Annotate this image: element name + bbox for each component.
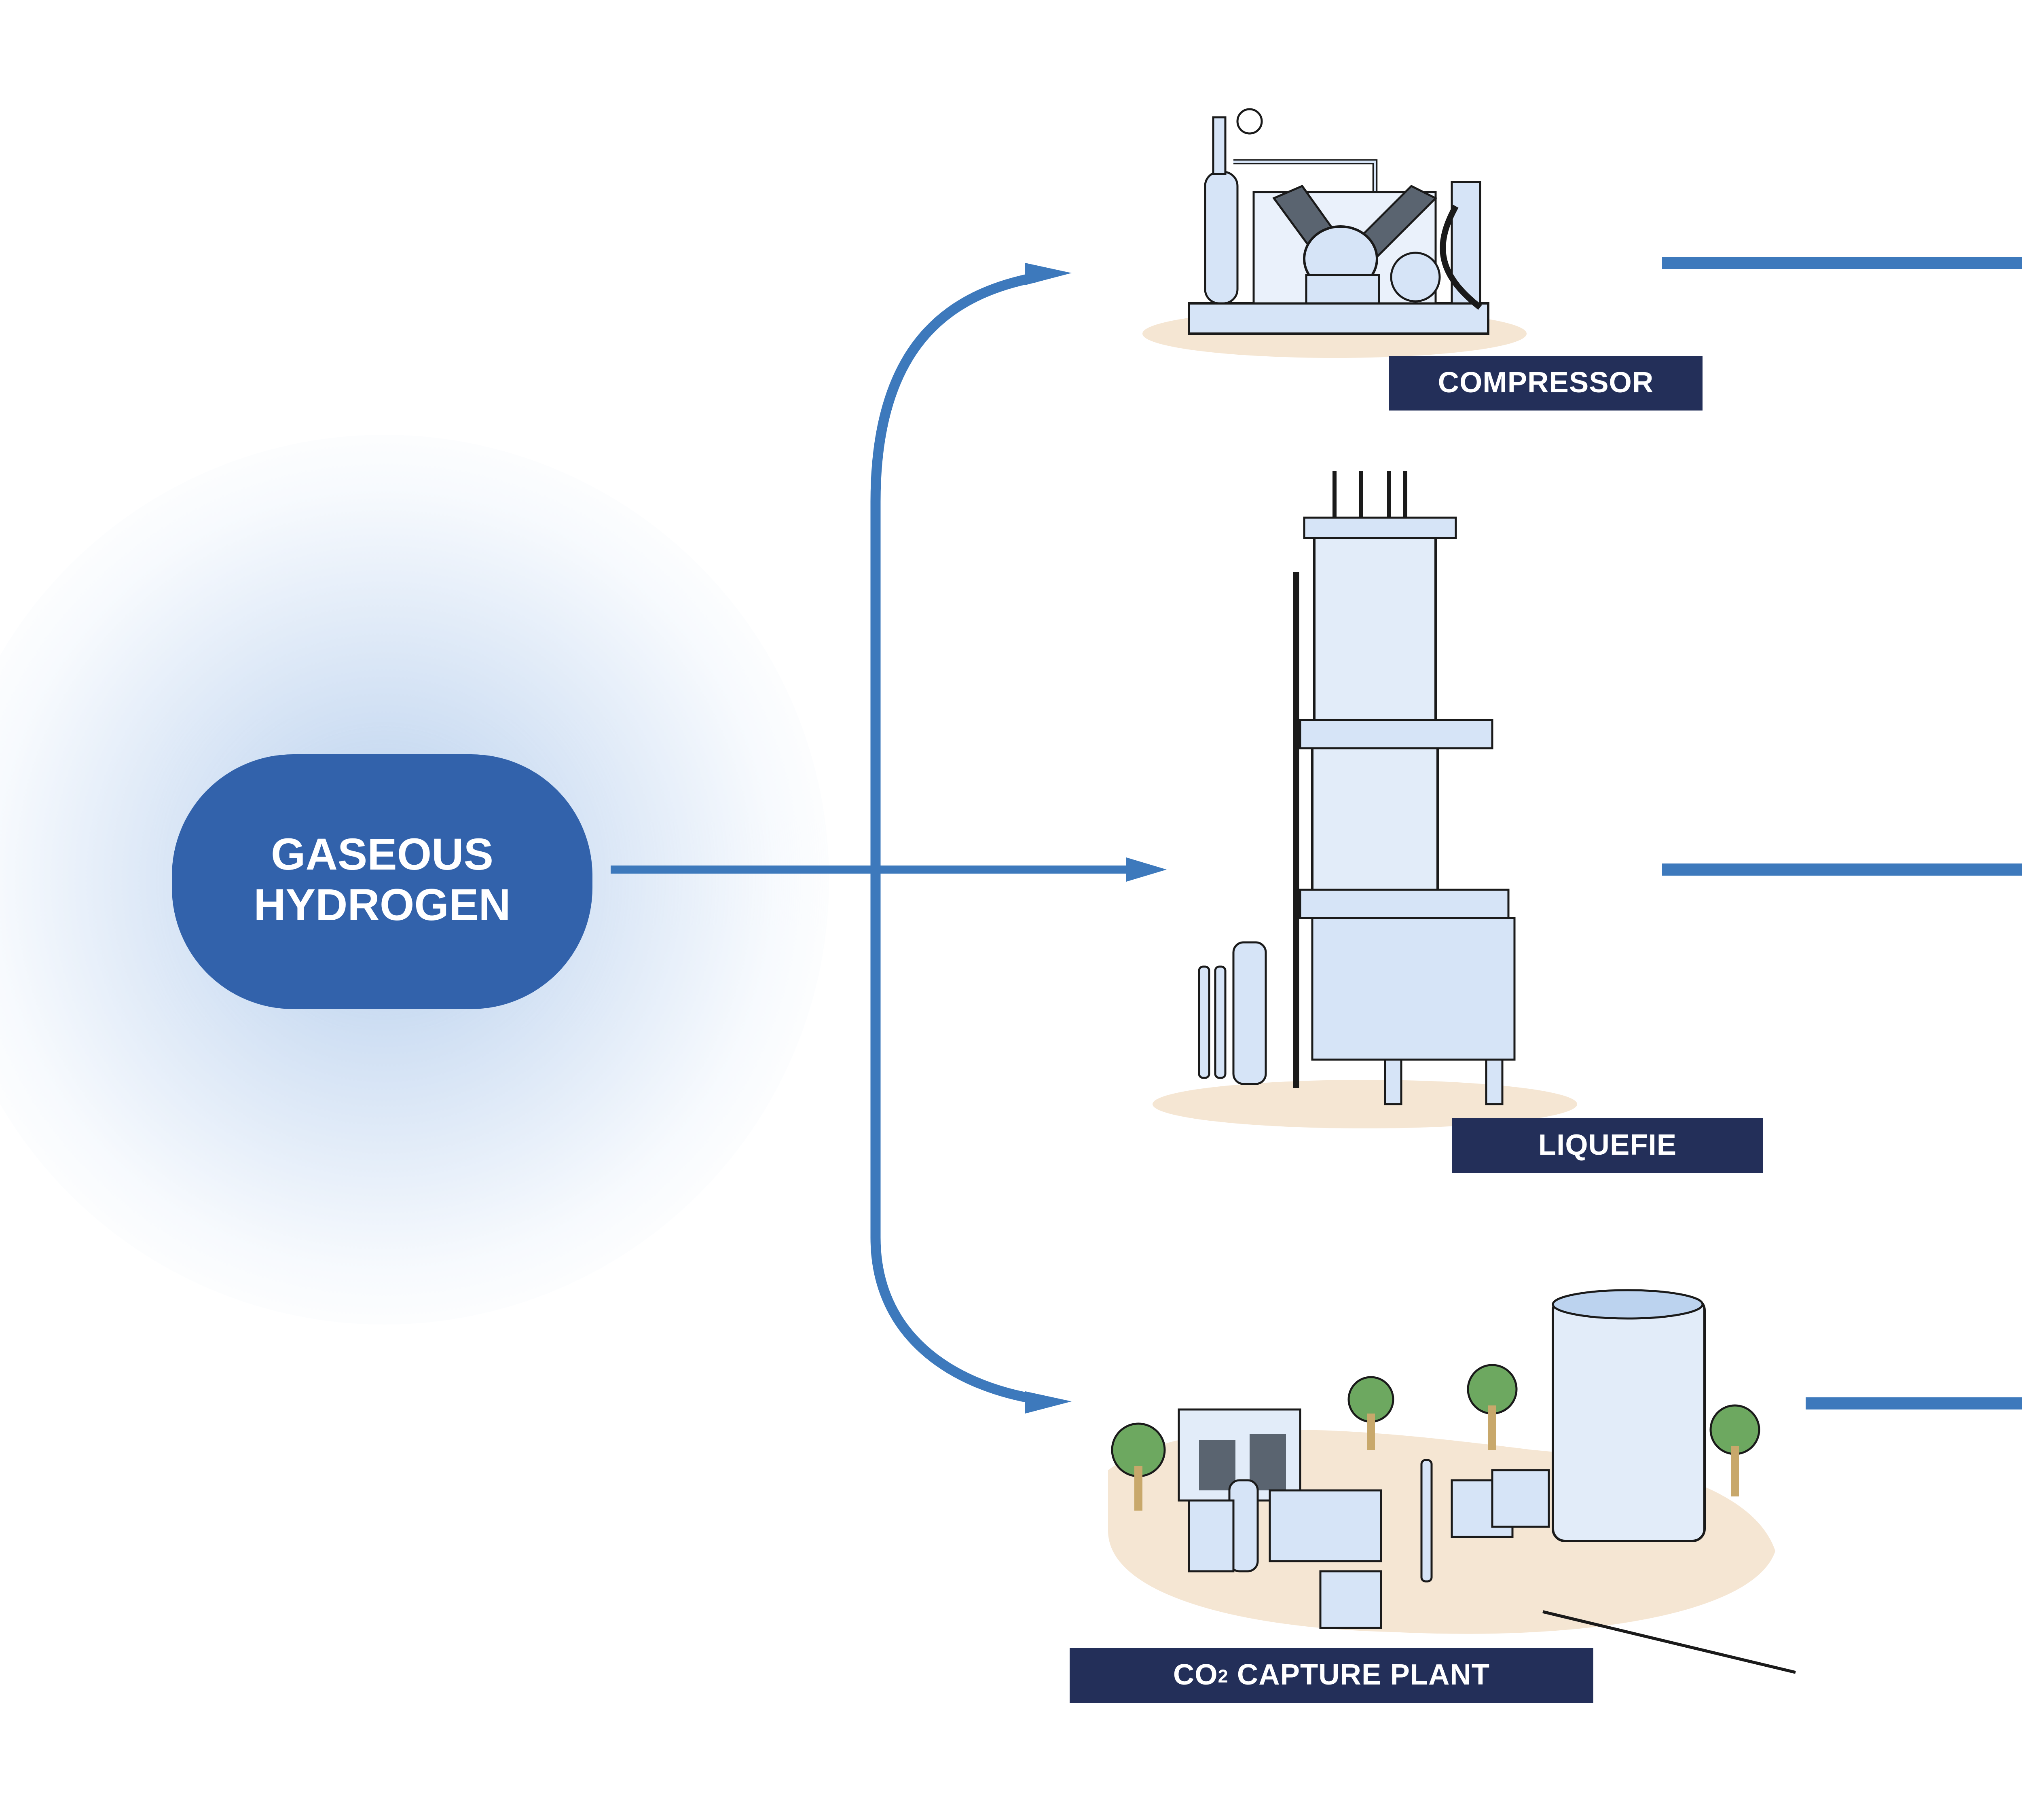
compressor-output-line — [1662, 257, 2022, 269]
source-label-line1: GASEOUS — [271, 830, 494, 880]
branch-bracket-top — [870, 272, 1038, 870]
liquefier-arrowhead — [1126, 857, 1167, 882]
branch-bracket-bottom — [870, 870, 1038, 1405]
compressor-illustration — [1142, 108, 1527, 358]
co2-label-subscript: 2 — [1218, 1665, 1229, 1686]
co2-label-prefix: CO — [1173, 1659, 1218, 1692]
co2-plant-output-line — [1806, 1397, 2022, 1409]
compressor-arrowhead — [1025, 263, 1072, 285]
gaseous-hydrogen-pill: GASEOUS HYDROGEN — [172, 754, 592, 1009]
liquefier-illustration — [1153, 471, 1577, 1128]
source-to-liquefier-line — [611, 866, 1126, 874]
compressor-label: COMPRESSOR — [1389, 356, 1703, 411]
co2-label-suffix: CAPTURE PLANT — [1228, 1659, 1490, 1692]
source-label-line2: HYDROGEN — [254, 880, 511, 930]
liquefier-label: LIQUEFIE — [1452, 1118, 1763, 1173]
liquefier-output-line — [1662, 863, 2022, 876]
co2-plant-arrowhead — [1025, 1391, 1072, 1414]
co2-plant-illustration — [1108, 1289, 1796, 1674]
